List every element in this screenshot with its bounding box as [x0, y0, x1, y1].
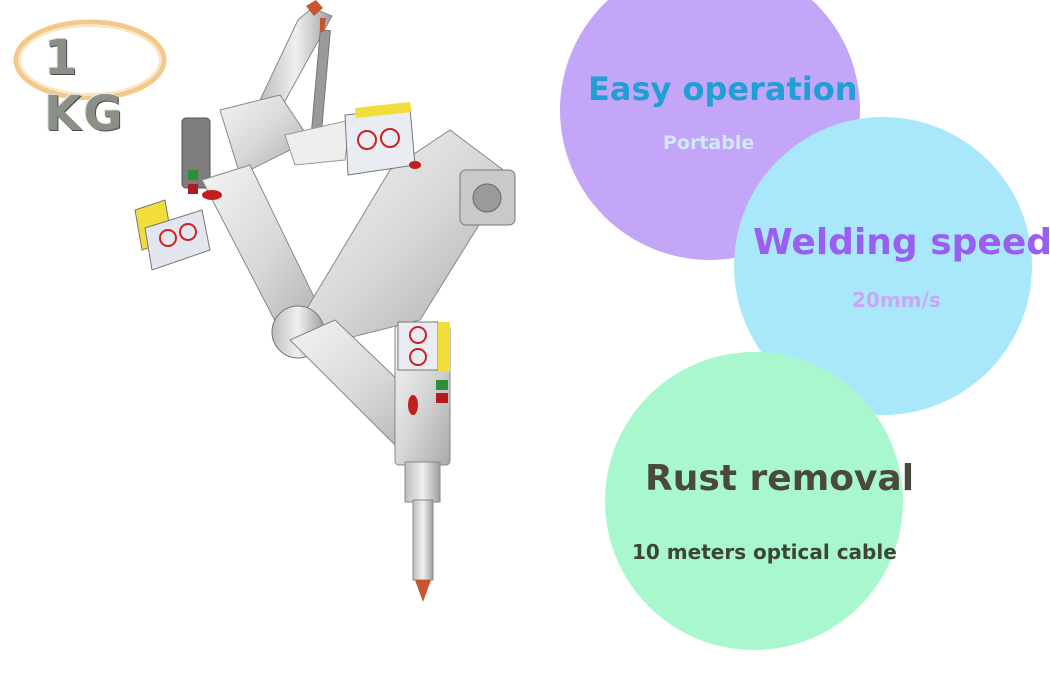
feature-circle-rust-removal	[605, 352, 903, 650]
feature-subtitle-speed: 20mm/s	[852, 288, 941, 312]
logo-text: 1 KG	[44, 30, 125, 142]
laser-welding-gun-illustration	[134, 0, 516, 602]
bottom-nozzle	[404, 461, 441, 602]
feature-title-welding-speed: Welding speed	[753, 222, 1050, 263]
lower-arm	[289, 319, 451, 466]
left-arm	[134, 164, 331, 351]
logo-ring	[13, 19, 167, 100]
feature-title-easy-operation: Easy operation	[588, 70, 858, 108]
feature-subtitle-optical-cable: 10 meters optical cable	[632, 540, 897, 564]
brand-logo: 1 KG	[10, 10, 170, 142]
feature-title-rust-removal: Rust removal	[645, 458, 915, 499]
upper-head	[181, 94, 351, 194]
feature-subtitle-portable: Portable	[663, 132, 755, 154]
